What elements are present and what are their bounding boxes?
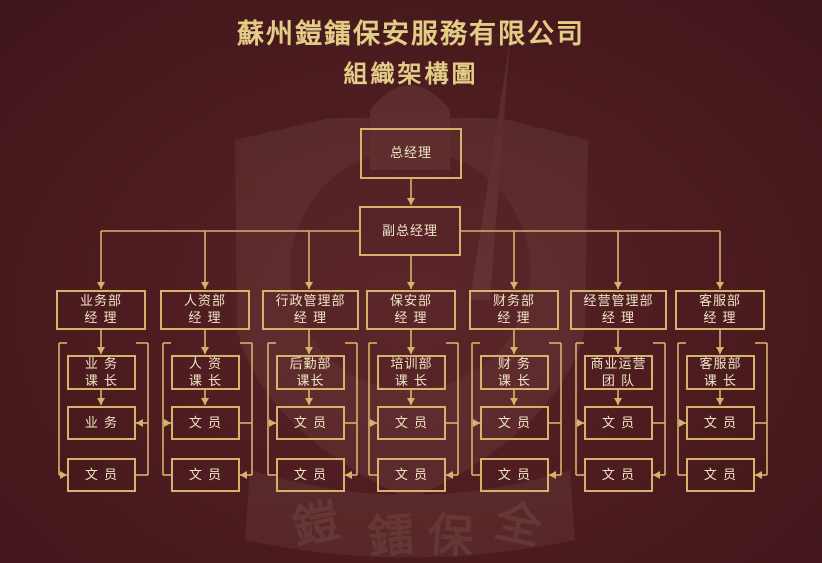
staff-box: 业 务 (67, 406, 136, 440)
arrowhead (136, 419, 143, 427)
arrowhead (240, 471, 247, 479)
arrowhead (716, 282, 724, 289)
department-head-box: 经营管理部 经 理 (570, 290, 667, 330)
department-head-box: 保安部 经 理 (366, 290, 456, 330)
chart-subtitle: 組織架構圖 (343, 59, 479, 88)
arrowhead (201, 282, 209, 289)
staff-box: 文 员 (276, 406, 345, 440)
arrowhead (201, 398, 209, 405)
section-chief-box: 人 资 课 长 (171, 355, 240, 390)
arrowhead (473, 419, 480, 427)
arrowhead (549, 471, 556, 479)
arrowhead (755, 471, 762, 479)
arrowhead (679, 419, 686, 427)
staff-box: 文 员 (480, 406, 549, 440)
clerk-box: 文 员 (686, 458, 755, 492)
clerk-box: 文 员 (171, 458, 240, 492)
section-chief-box: 业 务 课 长 (67, 355, 136, 390)
arrowhead (614, 398, 622, 405)
department-head-box: 客服部 经 理 (675, 290, 765, 330)
clerk-box: 文 员 (67, 458, 136, 492)
arrowhead (201, 347, 209, 354)
staff-box: 文 员 (686, 406, 755, 440)
section-chief-box: 后勤部 课长 (276, 355, 345, 390)
arrowhead (97, 347, 105, 354)
arrowhead (345, 471, 352, 479)
connector-lines (58, 179, 768, 479)
arrowhead (510, 347, 518, 354)
department-head-box: 业务部 经 理 (56, 290, 146, 330)
arrowhead (407, 198, 415, 205)
clerk-box: 文 员 (480, 458, 549, 492)
arrowhead (97, 282, 105, 289)
clerk-box: 文 员 (584, 458, 653, 492)
section-chief-box: 培训部 课 长 (377, 355, 446, 390)
section-chief-box: 客服部 课 长 (686, 355, 755, 390)
arrowhead (446, 471, 453, 479)
arrowhead (305, 398, 313, 405)
staff-box: 文 员 (377, 406, 446, 440)
arrowhead (614, 282, 622, 289)
arrowhead (407, 282, 415, 289)
shield-emblem-icon (235, 40, 588, 558)
section-chief-box: 财 务 课 长 (480, 355, 549, 390)
arrowhead (60, 471, 67, 479)
clerk-box: 文 员 (377, 458, 446, 492)
company-name: 蘇州鎧鐳保安服務有限公司 (237, 19, 585, 50)
deputy-manager-box: 副总经理 (359, 206, 461, 256)
arrowhead (653, 471, 660, 479)
department-head-box: 人资部 经 理 (160, 290, 250, 330)
section-chief-box: 商业运营 团 队 (584, 355, 653, 390)
clerk-box: 文 员 (276, 458, 345, 492)
arrowhead (97, 398, 105, 405)
arrowhead (716, 398, 724, 405)
arrowhead (305, 347, 313, 354)
arrowhead (577, 419, 584, 427)
department-head-box: 行政管理部 经 理 (262, 290, 359, 330)
staff-box: 文 员 (171, 406, 240, 440)
general-manager-box: 总经理 (360, 128, 462, 179)
arrowhead (407, 347, 415, 354)
arrowhead (614, 347, 622, 354)
arrowhead (164, 419, 171, 427)
arrowhead (407, 398, 415, 405)
arrowhead (370, 419, 377, 427)
department-head-box: 财务部 经 理 (469, 290, 559, 330)
arrowhead (510, 282, 518, 289)
arrowhead (269, 419, 276, 427)
staff-box: 文 员 (584, 406, 653, 440)
arrowhead (716, 347, 724, 354)
arrowhead (305, 282, 313, 289)
watermark-char: 保 (425, 507, 477, 563)
watermark-char: 鐳 (365, 507, 417, 563)
arrowhead (510, 398, 518, 405)
